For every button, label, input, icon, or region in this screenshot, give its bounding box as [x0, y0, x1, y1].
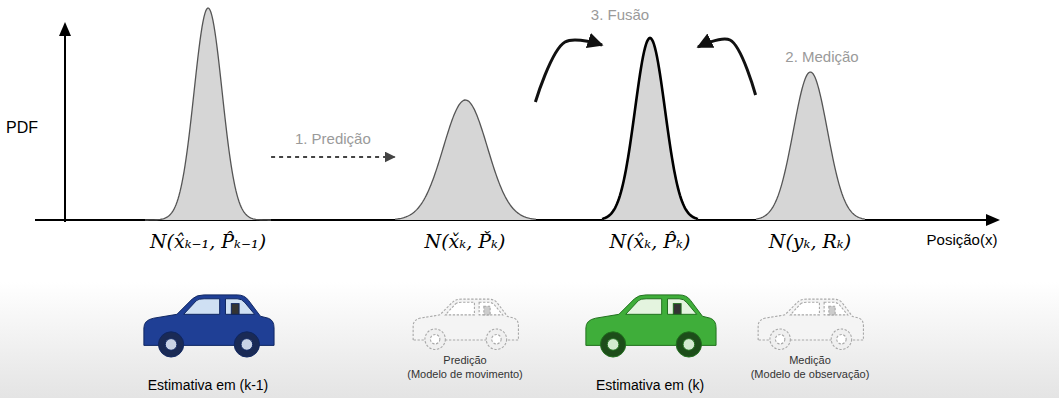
distribution-label: N(x̂ₖ₋₁, P̂ₖ₋₁) [145, 229, 271, 253]
distribution-label: N(x̌ₖ, P̌ₖ) [395, 229, 536, 253]
curve-fill [145, 8, 271, 220]
curve-fill [395, 100, 536, 220]
bell-curve [145, 8, 271, 258]
text-label: Estimativa em (k-1) [148, 377, 269, 393]
arrow-connector [698, 39, 756, 95]
step-label: 1. Predição [292, 130, 374, 147]
distribution-label: N(yₖ, Rₖ) [756, 229, 865, 253]
gaussian-pdf: N(yₖ, Rₖ) [756, 72, 865, 258]
text-label: Posição(x) [927, 231, 998, 248]
car-icon [586, 295, 716, 357]
car-icon [413, 299, 518, 349]
text-label: 3. Fusão [591, 6, 649, 23]
arrow-connector [535, 40, 602, 102]
text-label: 2. Medição [785, 48, 858, 65]
curve-fill [756, 72, 865, 220]
text-label: (Modelo de movimento) [407, 368, 523, 381]
car-icon [144, 295, 274, 357]
arrow-connector [271, 156, 395, 158]
car-icon [758, 299, 863, 349]
text-label: (Modelo de observação) [751, 368, 870, 381]
gaussian-pdf: N(x̌ₖ, P̌ₖ) [395, 100, 536, 258]
curve-outline [145, 8, 271, 220]
text-label: PDF [6, 119, 38, 137]
axis-arrowhead [59, 22, 71, 36]
gaussian-pdf: N(x̂ₖ₋₁, P̂ₖ₋₁) [145, 8, 271, 258]
curve-outline [756, 72, 865, 219]
distribution-label: N(x̂ₖ, P̂ₖ) [602, 229, 698, 253]
curve-outline [395, 100, 536, 219]
curve-fill [602, 38, 698, 220]
text-label: Estimativa em (k) [596, 377, 704, 393]
text-label: Medição [789, 354, 831, 367]
bell-curve [602, 38, 698, 258]
curve-outline [602, 38, 698, 219]
y-axis [64, 34, 66, 222]
text-label: Predição [443, 354, 486, 367]
axis-arrowhead [986, 214, 1000, 226]
ground-band [0, 282, 1059, 398]
gaussian-pdf: N(x̂ₖ, P̂ₖ) [602, 38, 698, 258]
